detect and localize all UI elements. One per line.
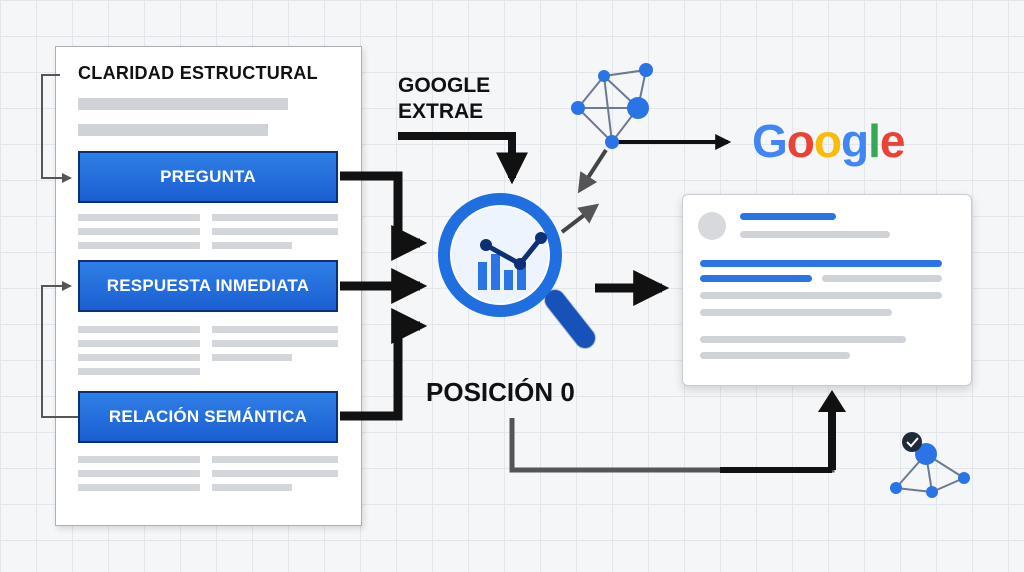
result-line xyxy=(700,292,942,299)
placeholder-line xyxy=(78,354,200,361)
placeholder-line xyxy=(78,456,200,463)
google-letter: o xyxy=(813,115,842,167)
google-extrae-line2: EXTRAE xyxy=(398,100,484,123)
pregunta-box: PREGUNTA xyxy=(78,151,338,203)
connector-arrow xyxy=(41,74,72,183)
google-extrae-line1: GOOGLE xyxy=(398,74,491,97)
placeholder-line xyxy=(78,228,200,235)
placeholder-line xyxy=(78,368,200,375)
featured-snippet-bar xyxy=(700,260,942,267)
result-title-bar xyxy=(740,213,836,220)
result-line xyxy=(700,309,892,316)
document-title: CLARIDAD ESTRUCTURAL xyxy=(78,63,318,83)
flow-arrow xyxy=(340,171,428,261)
flow-arrow xyxy=(340,308,428,421)
flow-arrow xyxy=(398,132,528,185)
posicion-cero-label: POSICIÓN 0 xyxy=(426,377,575,407)
placeholder-line xyxy=(212,228,338,235)
connector-arrow xyxy=(41,281,78,418)
featured-snippet-bar xyxy=(700,275,812,282)
respuesta-inmediata-box: RESPUESTA INMEDIATA xyxy=(78,260,338,312)
placeholder-line xyxy=(212,456,338,463)
google-letter: l xyxy=(868,115,881,167)
flow-arrow-head xyxy=(818,390,846,412)
placeholder-line xyxy=(78,470,200,477)
placeholder-line xyxy=(212,214,338,221)
flow-arrow xyxy=(577,148,608,194)
result-line xyxy=(700,336,906,343)
knowledge-graph-icon xyxy=(571,63,653,149)
placeholder-line xyxy=(212,242,292,249)
verified-graph-icon xyxy=(890,432,970,498)
relacion-semantica-box: RELACIÓN SEMÁNTICA xyxy=(78,391,338,443)
result-line xyxy=(700,352,850,359)
google-letter: G xyxy=(752,115,788,167)
flow-arrow xyxy=(509,404,835,473)
google-logo: Google xyxy=(752,114,906,168)
placeholder-line xyxy=(78,340,200,347)
flow-arrow xyxy=(560,203,600,234)
google-letter: e xyxy=(879,115,906,167)
avatar-placeholder xyxy=(698,212,726,240)
placeholder-line xyxy=(78,326,200,333)
placeholder-line xyxy=(212,470,338,477)
placeholder-line xyxy=(212,340,338,347)
result-line xyxy=(740,231,890,238)
placeholder-line xyxy=(212,484,292,491)
placeholder-line xyxy=(78,484,200,491)
placeholder-bar xyxy=(78,98,288,110)
placeholder-bar xyxy=(78,124,268,136)
result-line xyxy=(822,275,942,282)
google-letter: o xyxy=(786,115,815,167)
placeholder-line xyxy=(78,242,200,249)
placeholder-line xyxy=(78,214,200,221)
magnifier-analytics-icon xyxy=(438,193,596,349)
placeholder-line xyxy=(212,354,292,361)
google-letter: g xyxy=(841,115,869,167)
placeholder-line xyxy=(212,326,338,333)
